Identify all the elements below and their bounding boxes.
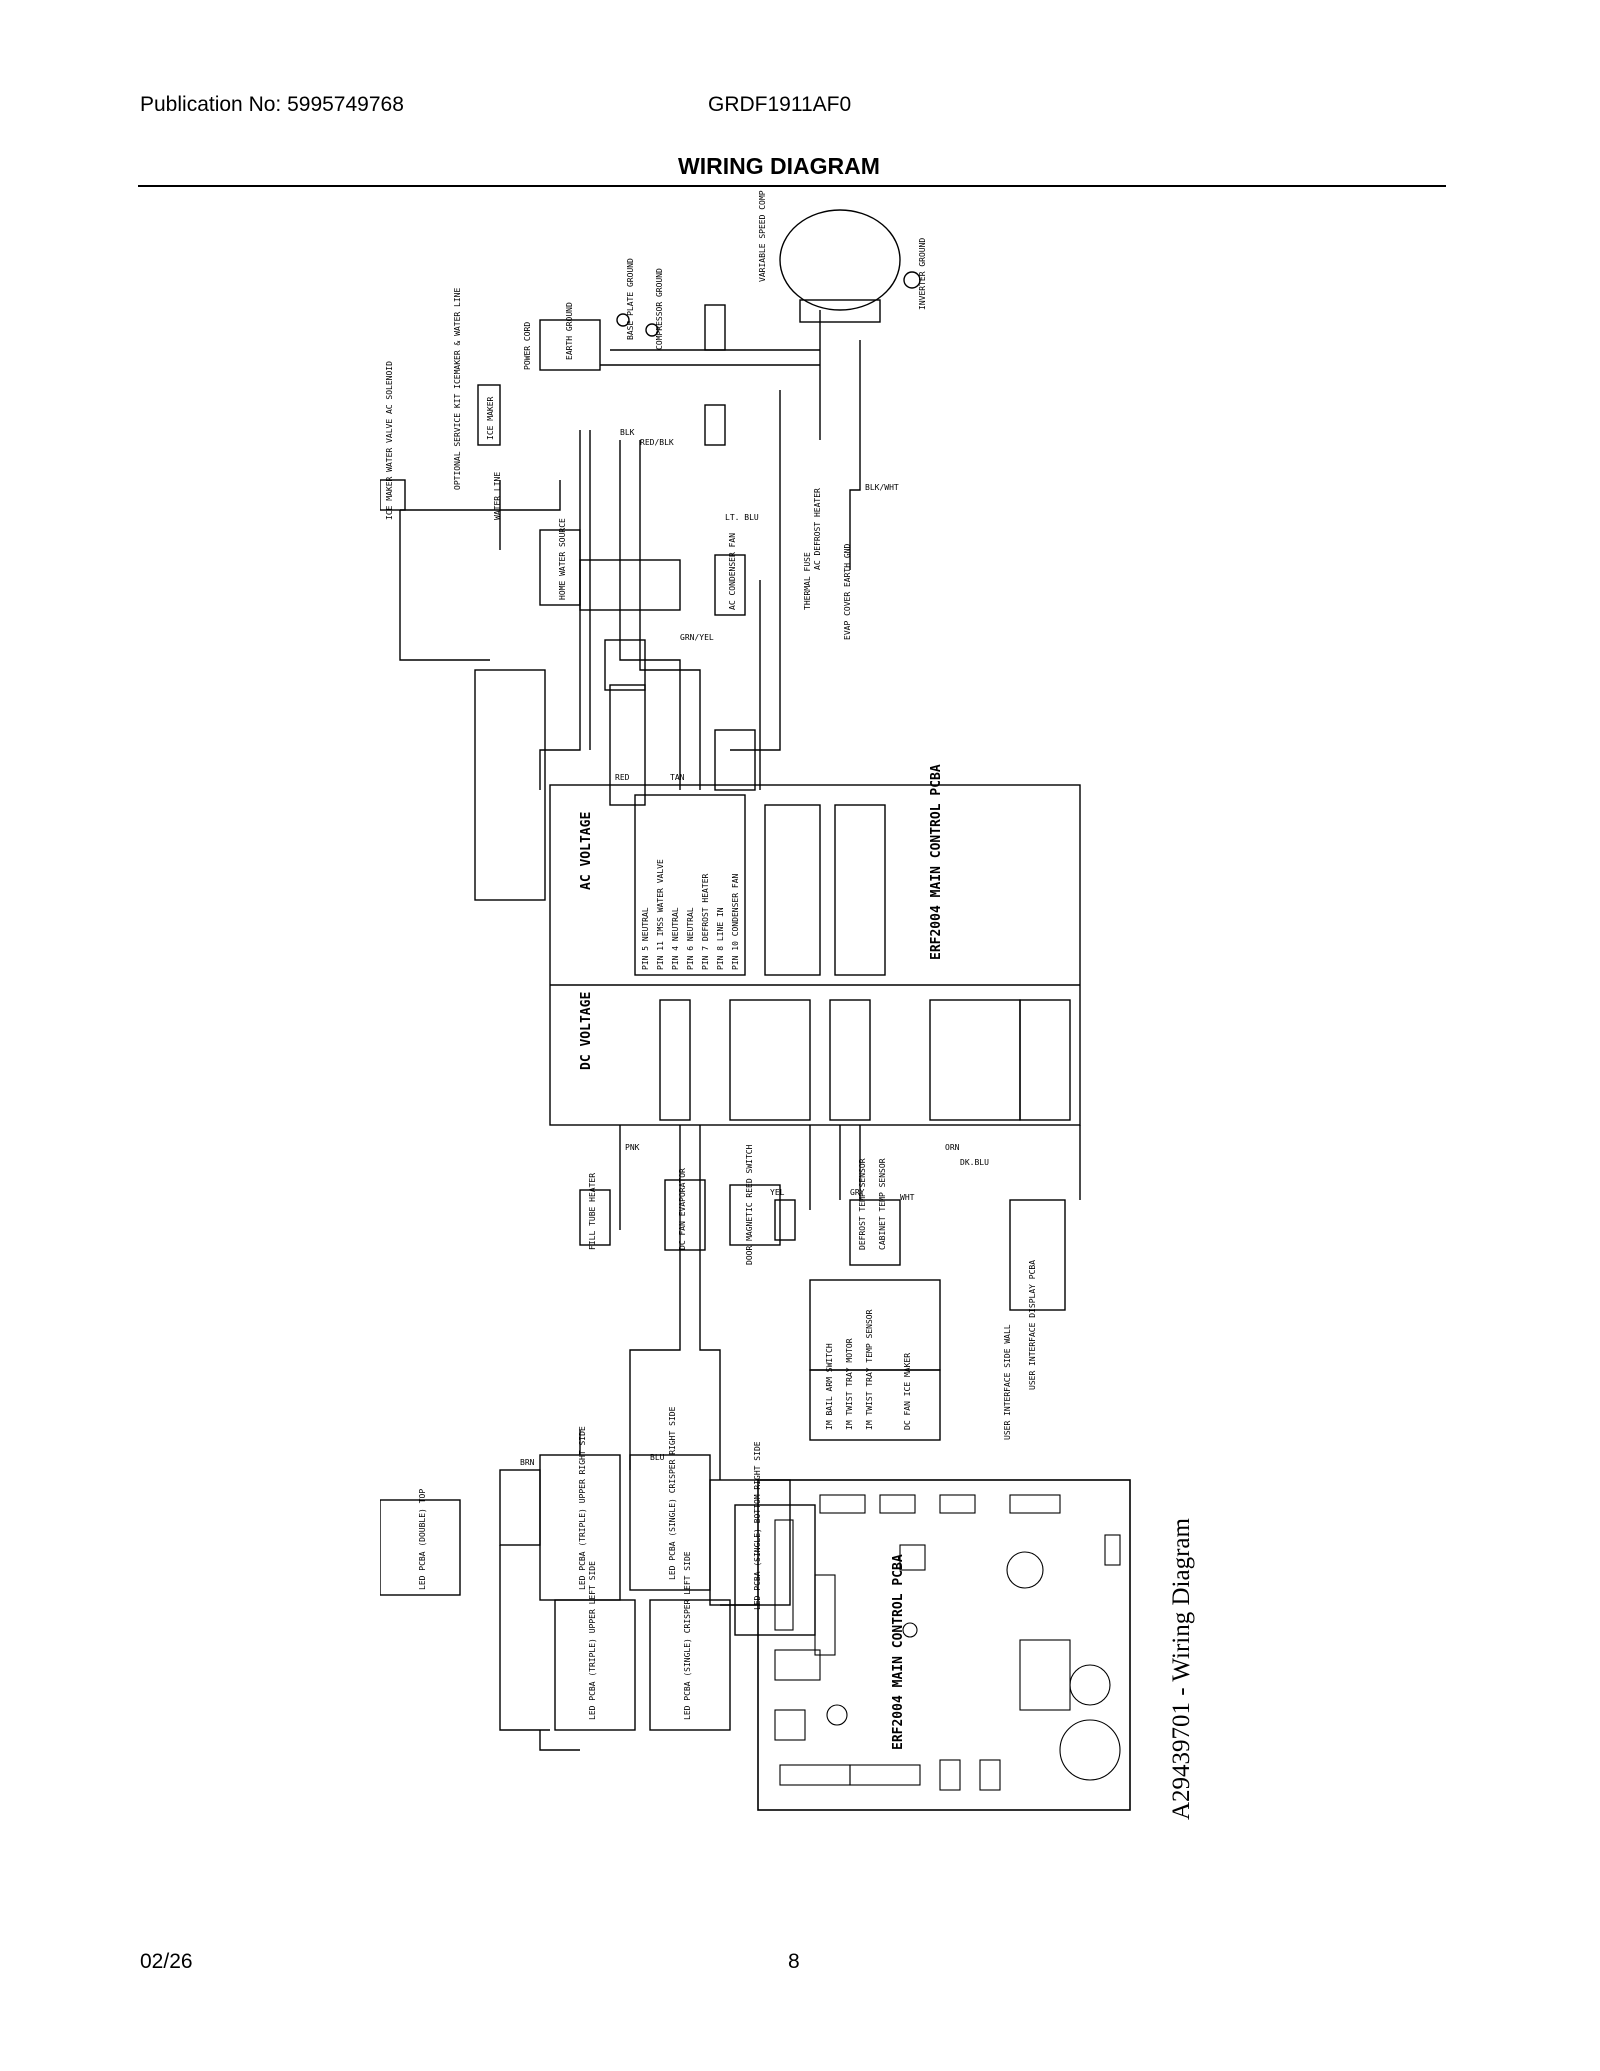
door-switch-label: DOOR MAGNETIC REED SWITCH — [745, 1144, 754, 1265]
base-plate-ground-label: BASE PLATE GROUND — [626, 258, 635, 340]
power-cord-label: POWER CORD — [523, 322, 532, 370]
dc-fan-evap-label: DC FAN EVAPORATOR — [678, 1168, 687, 1250]
twist-motor-label: IM TWIST TRAY MOTOR — [845, 1338, 854, 1430]
wire-color: PNK — [625, 1143, 640, 1152]
wire-color: ORN — [945, 1143, 960, 1152]
wire-color: WHT — [900, 1193, 915, 1202]
wire-color-legend: BLK RED WHT BLU LT. BLU GRN/YEL BRN TAN … — [520, 428, 989, 1467]
bail-arm-label: IM BAIL ARM SWITCH — [825, 1343, 834, 1430]
wire-color: RED/BLK — [640, 438, 674, 447]
header-divider — [138, 185, 1446, 187]
wire-color: BLK/WHT — [865, 483, 899, 492]
publication-number: Publication No: 5995749768 — [140, 93, 404, 116]
led-upper-right-label: LED PCBA (TRIPLE) UPPER RIGHT SIDE — [578, 1426, 587, 1590]
defrost-heater-label: AC DEFROST HEATER — [813, 488, 822, 570]
wiring-diagram: VARIABLE SPEED COMPRESSOR AND INVERTER I… — [380, 190, 1131, 1811]
j2-pin: PIN 10 CONDENSER FAN — [731, 873, 740, 970]
wire-color: BRN — [520, 1458, 535, 1467]
page-title: WIRING DIAGRAM — [678, 153, 880, 179]
water-source-label: HOME WATER SOURCE — [558, 518, 567, 600]
j2-pin: PIN 8 LINE IN — [716, 907, 725, 970]
wire-color: RED — [615, 773, 630, 782]
led-top-label: LED PCBA (DOUBLE) TOP — [418, 1489, 427, 1590]
cabinet-sensor-label: CABINET TEMP SENSOR — [878, 1158, 887, 1250]
ac-voltage-label: AC VOLTAGE — [579, 812, 594, 890]
j2-pin-list: PIN 5 NEUTRAL PIN 11 IMSS WATER VALVE PI… — [641, 859, 740, 970]
model-number: GRDF1911AF0 — [708, 93, 852, 116]
inverter-ground-label: INVERTER GROUND — [918, 238, 927, 310]
wire-color: GRY — [850, 1188, 865, 1197]
wire-color: YEL — [770, 1188, 785, 1197]
twist-sensor-label: IM TWIST TRAY TEMP SENSOR — [865, 1309, 874, 1430]
wire-color: GRN/YEL — [680, 633, 714, 642]
board-label: ERF2004 MAIN CONTROL PCBA — [891, 1554, 906, 1750]
j2-pin: PIN 4 NEUTRAL — [671, 907, 680, 970]
condenser-fan-label: AC CONDENSER FAN — [728, 533, 737, 610]
j2-pin: PIN 5 NEUTRAL — [641, 907, 650, 970]
j2-pin: PIN 6 NEUTRAL — [686, 907, 695, 970]
thermal-fuse-label: THERMAL FUSE — [803, 552, 812, 610]
ui-pcba-label: USER INTERFACE DISPLAY PCBA — [1028, 1260, 1037, 1390]
led-crisper-left-label: LED PCBA (SINGLE) CRISPER LEFT SIDE — [683, 1551, 692, 1720]
wire-color: LT. BLU — [725, 513, 759, 522]
earth-ground-label: EARTH GROUND — [565, 302, 574, 360]
ice-maker-label: ICE MAKER — [486, 396, 495, 440]
main-pcba-label: ERF2004 MAIN CONTROL PCBA — [929, 764, 944, 960]
control-board-illustration: ERF2004 MAIN CONTROL PCBA — [757, 1479, 1131, 1811]
led-upper-left-label: LED PCBA (TRIPLE) UPPER LEFT SIDE — [588, 1561, 597, 1720]
figure-caption: A29439701 - Wiring Diagram — [1168, 1518, 1195, 1820]
led-crisper-right-label: LED PCBA (SINGLE) CRISPER RIGHT SIDE — [668, 1406, 677, 1580]
page-number: 8 — [788, 1950, 800, 1973]
water-valve-label: ICE MAKER WATER VALVE AC SOLENOID — [385, 361, 394, 520]
compressor-ground-label: COMPRESSOR GROUND — [655, 268, 664, 350]
service-kit-label: OPTIONAL SERVICE KIT ICEMAKER & WATER LI… — [453, 288, 462, 490]
defrost-sensor-label: DEFROST TEMP SENSOR — [858, 1158, 867, 1250]
evap-cover-label: EVAP COVER EARTH GND — [843, 543, 852, 640]
fill-tube-heater-label: FILL TUBE HEATER — [588, 1173, 597, 1250]
ui-wall-label: USER INTERFACE SIDE WALL — [1003, 1324, 1012, 1440]
wire-color: BLU — [650, 1453, 665, 1462]
j2-pin: PIN 7 DEFROST HEATER — [701, 873, 710, 970]
dc-fan-icemaker-label: DC FAN ICE MAKER — [903, 1353, 912, 1430]
wire-color: DK.BLU — [960, 1158, 989, 1167]
wire-color: BLK — [620, 428, 635, 437]
wire-color: TAN — [670, 773, 685, 782]
dc-voltage-label: DC VOLTAGE — [579, 992, 594, 1070]
water-line-label: WATER LINE — [493, 472, 502, 520]
j2-pin: PIN 11 IMSS WATER VALVE — [656, 859, 665, 970]
footer-date: 02/26 — [140, 1950, 193, 1973]
compressor-label: VARIABLE SPEED COMPRESSOR AND INVERTER — [758, 190, 767, 282]
